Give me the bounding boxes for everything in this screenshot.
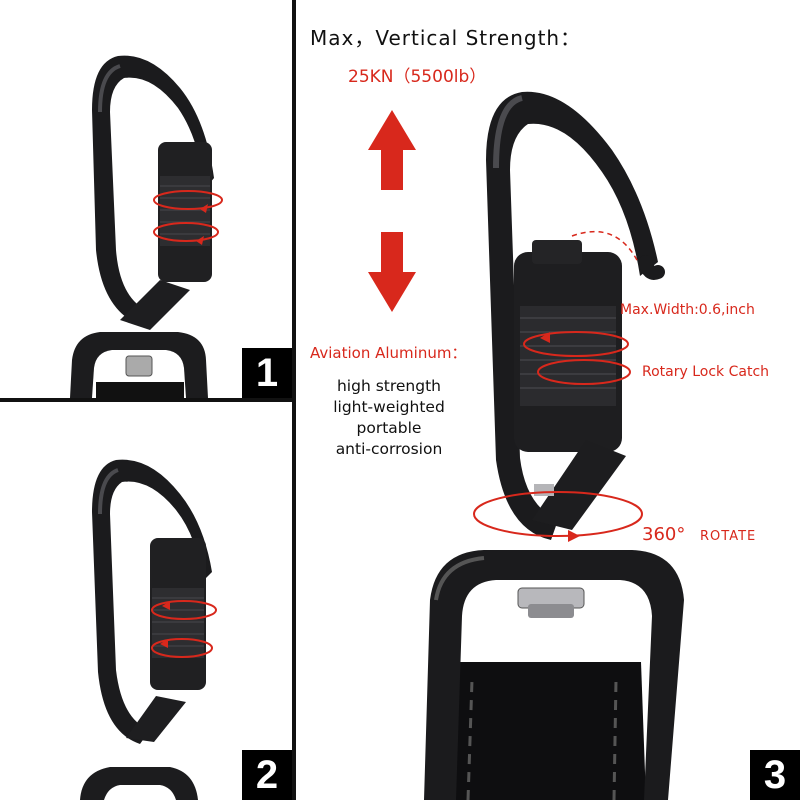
panel-number-1: 1	[242, 348, 292, 398]
arrow-up-icon	[368, 110, 416, 190]
feature-item: anti-corrosion	[335, 440, 443, 458]
feature-item: portable	[356, 419, 422, 437]
feature-item: light-weighted	[333, 398, 445, 416]
panel-number-2: 2	[242, 750, 292, 800]
horizontal-divider	[0, 398, 292, 402]
panel-number-3: 3	[750, 750, 800, 800]
carabiner-photo-1	[70, 55, 223, 398]
rotary-lock-callout: Rotary Lock Catch	[642, 364, 770, 380]
carabiner-photo-2	[80, 459, 217, 800]
arrow-down-icon	[368, 232, 416, 312]
vertical-divider	[292, 0, 296, 800]
panel-2: 2	[0, 402, 292, 800]
material-features: high strength light-weighted portable an…	[314, 376, 464, 460]
rotate-degrees: 360°	[642, 524, 686, 545]
panel-3: Max，Vertical Strength： 25KN（5500lb） Avia…	[296, 0, 800, 800]
carabiner-photo-3	[368, 91, 684, 800]
headline: Max，Vertical Strength：	[310, 26, 582, 50]
material-heading: Aviation Aluminum：	[310, 344, 467, 362]
feature-item: high strength	[336, 377, 441, 395]
strength-value: 25KN（5500lb）	[348, 67, 487, 87]
max-width-callout: Max.Width:0.6,inch	[620, 302, 755, 318]
panel-1: 1	[0, 0, 292, 398]
rotate-word: ROTATE	[700, 529, 757, 544]
